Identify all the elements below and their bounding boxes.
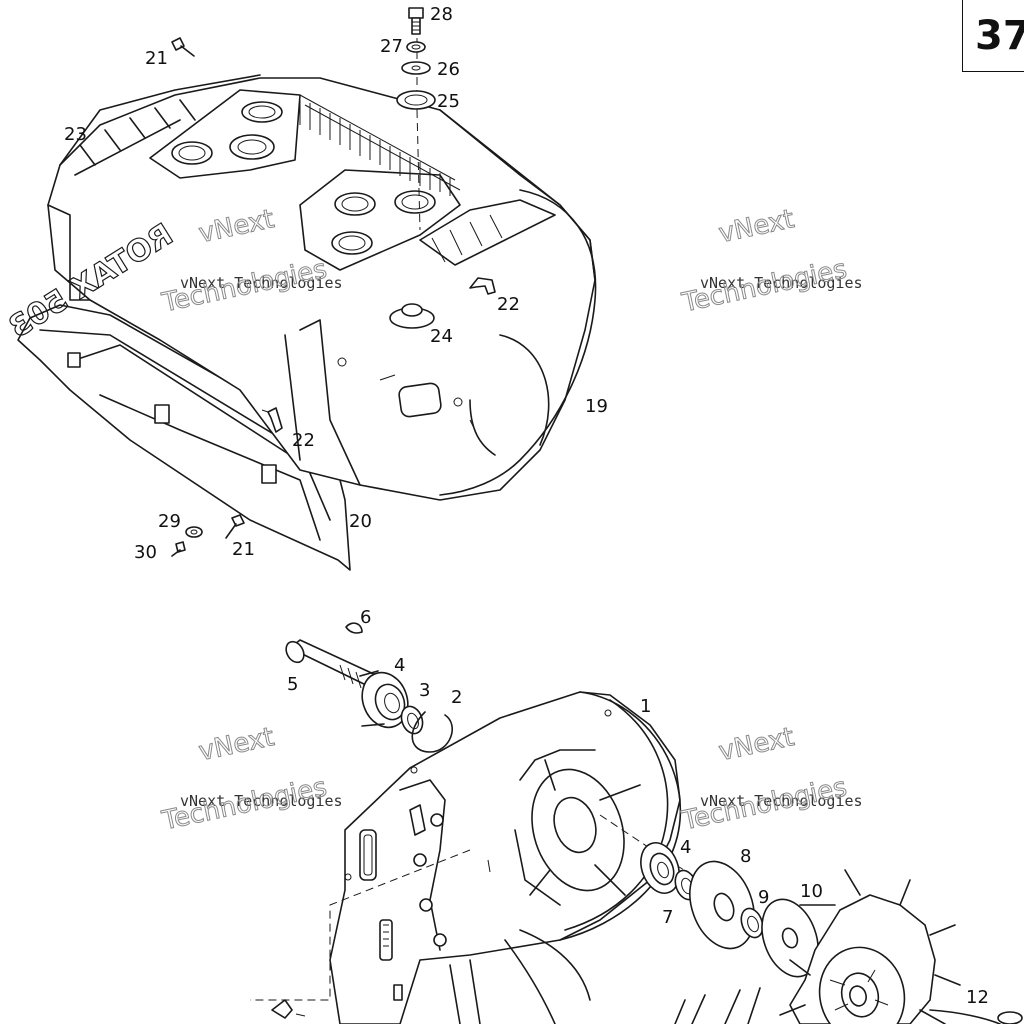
svg-text:vNext: vNext <box>716 722 797 767</box>
callout-26: 26 <box>437 59 460 80</box>
engine-cover-assembly: ROTAX 503 <box>2 74 597 571</box>
callout-25: 25 <box>437 91 460 112</box>
svg-text:vNext: vNext <box>716 204 797 249</box>
cooling-fins <box>299 94 461 196</box>
callout-4-top: 4 <box>394 655 405 676</box>
callout-8: 8 <box>740 846 751 867</box>
callout-22-bottom: 22 <box>292 430 315 451</box>
callout-20: 20 <box>349 511 372 532</box>
callout-labels: 28 27 26 25 21 23 22 24 19 22 20 29 21 3… <box>64 4 989 1008</box>
callout-27: 27 <box>380 36 403 57</box>
watermark-upper-right: vNext vNext Technologies Technologies <box>678 204 863 319</box>
fastener-stack <box>396 7 436 231</box>
callout-5: 5 <box>287 674 298 695</box>
callout-9: 9 <box>758 887 769 908</box>
callout-10: 10 <box>800 881 823 902</box>
callout-29: 29 <box>158 511 181 532</box>
fan-housing-assembly <box>250 622 1023 1024</box>
callout-12: 12 <box>966 987 989 1008</box>
callout-19: 19 <box>585 396 608 417</box>
watermark-lower-right: vNext vNext Technologies Technologies <box>678 722 863 837</box>
svg-text:vNext Technologies: vNext Technologies <box>180 792 343 810</box>
callout-2: 2 <box>451 687 462 708</box>
screw-21-top <box>171 37 195 57</box>
callout-7: 7 <box>662 907 673 928</box>
svg-text:vNext: vNext <box>196 722 277 767</box>
svg-text:vNext Technologies: vNext Technologies <box>180 274 343 292</box>
svg-text:Technologies: Technologies <box>159 772 330 836</box>
callout-1: 1 <box>640 696 651 717</box>
callout-4-right: 4 <box>680 837 691 858</box>
page-number: 37 <box>975 13 1024 59</box>
svg-text:Technologies: Technologies <box>679 254 850 318</box>
svg-text:vNext Technologies: vNext Technologies <box>700 792 863 810</box>
bottom-fasteners <box>171 514 245 557</box>
fan-12 <box>779 869 1023 1024</box>
callout-6: 6 <box>360 607 371 628</box>
callout-30: 30 <box>134 542 157 563</box>
callout-3: 3 <box>419 680 430 701</box>
callout-22-top: 22 <box>497 294 520 315</box>
callout-23: 23 <box>64 124 87 145</box>
page-number-box: 37 <box>962 0 1024 72</box>
watermark-lower-left: vNext vNext Technologies Technologies <box>158 722 343 837</box>
callout-24: 24 <box>430 326 453 347</box>
svg-text:vNext Technologies: vNext Technologies <box>700 274 863 292</box>
svg-text:Technologies: Technologies <box>679 772 850 836</box>
callout-21-bottom: 21 <box>232 539 255 560</box>
callout-28: 28 <box>430 4 453 25</box>
callout-21-top: 21 <box>145 48 168 69</box>
